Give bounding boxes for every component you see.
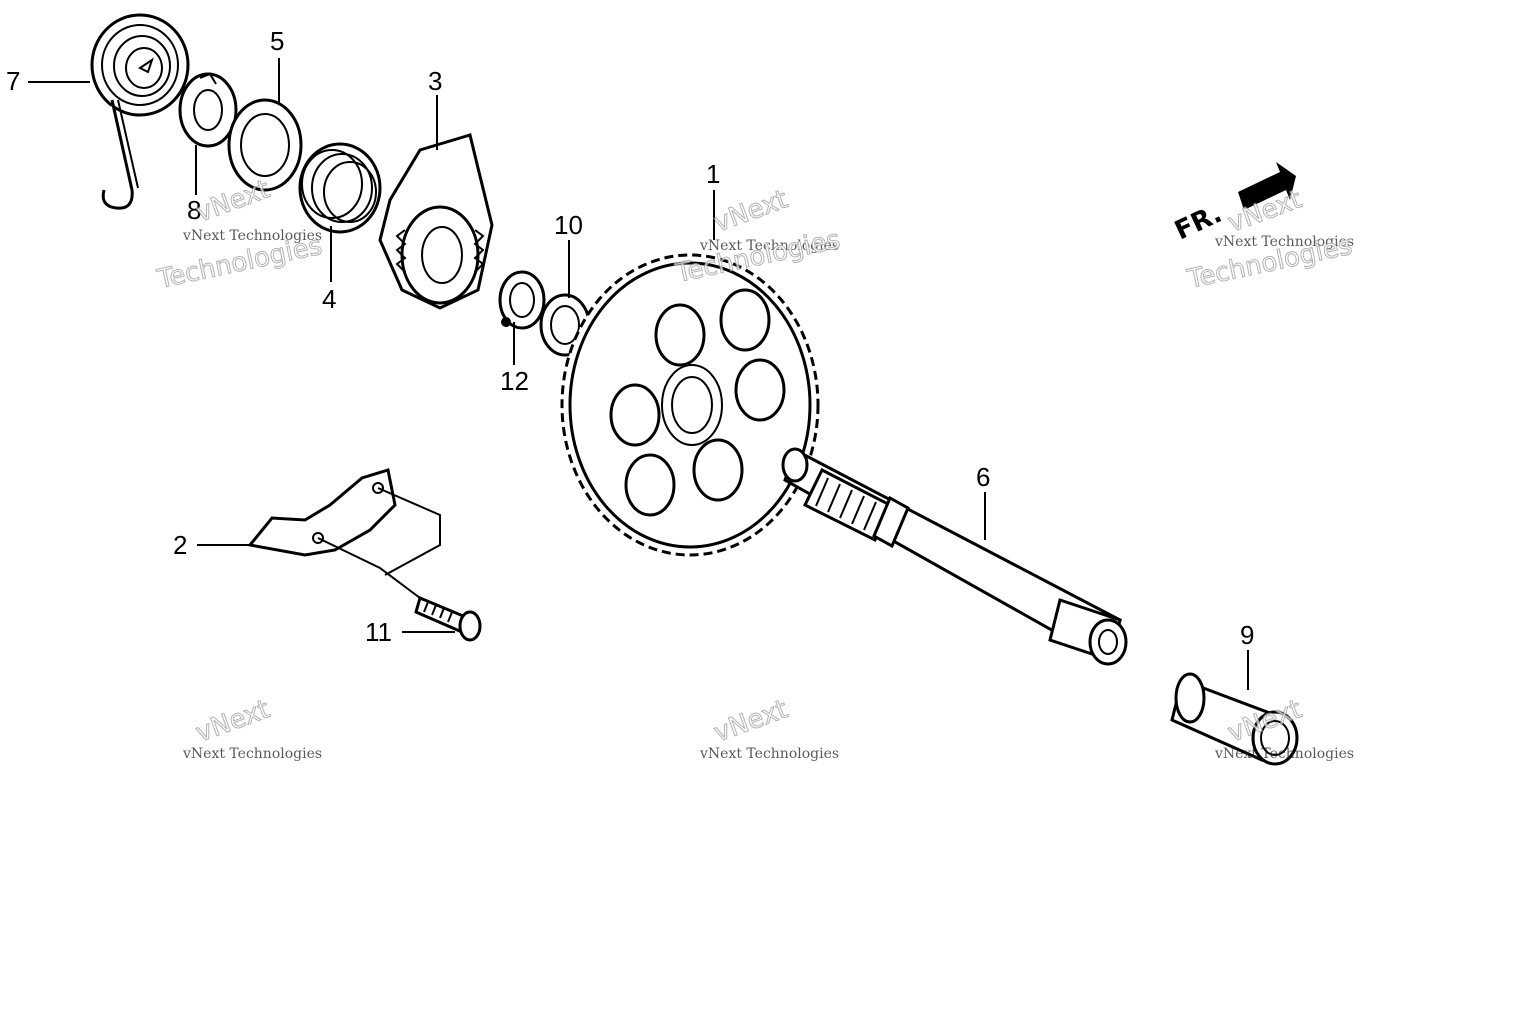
svg-text:vNext Technologies: vNext Technologies bbox=[182, 746, 322, 762]
part-12-circlip bbox=[498, 270, 546, 330]
part-4-coil-spring bbox=[298, 142, 382, 234]
leader-lines bbox=[28, 58, 1249, 690]
callout-1: 1 bbox=[706, 159, 720, 189]
svg-text:vNext Technologies: vNext Technologies bbox=[699, 746, 839, 762]
svg-text:vNext Technologies: vNext Technologies bbox=[699, 238, 839, 254]
part-3-ratchet-gear bbox=[378, 133, 494, 310]
part-7-torsion-spring bbox=[90, 13, 190, 210]
svg-text:vNext: vNext bbox=[192, 694, 274, 748]
callout-2: 2 bbox=[173, 530, 187, 560]
callout-11: 11 bbox=[365, 617, 392, 647]
svg-text:vNext Technologies: vNext Technologies bbox=[182, 228, 322, 244]
callout-5: 5 bbox=[270, 26, 284, 56]
callout-9: 9 bbox=[1240, 620, 1254, 650]
svg-text:vNext Technologies: vNext Technologies bbox=[1214, 746, 1354, 762]
watermark-2: vNext vNext Technologies Technologies bbox=[672, 184, 844, 290]
part-11-bolt bbox=[414, 595, 482, 642]
callout-4: 4 bbox=[322, 284, 336, 314]
part-5-washer bbox=[227, 98, 303, 192]
watermark-4: vNext vNext Technologies bbox=[182, 694, 322, 762]
svg-text:vNext: vNext bbox=[710, 184, 792, 238]
callout-8: 8 bbox=[187, 195, 201, 225]
svg-text:vNext: vNext bbox=[192, 174, 274, 228]
part-6-shaft bbox=[781, 447, 1128, 666]
callout-6: 6 bbox=[976, 462, 990, 492]
callout-numbers: 1 2 3 4 5 6 7 8 9 10 11 12 bbox=[6, 26, 1254, 650]
callout-3: 3 bbox=[428, 66, 442, 96]
part-9-collar bbox=[1170, 672, 1299, 766]
svg-text:vNext: vNext bbox=[710, 694, 792, 748]
part-8-ring bbox=[178, 72, 238, 148]
part-2-plate bbox=[247, 468, 441, 599]
arrow-right-icon bbox=[1238, 162, 1296, 210]
svg-text:vNext Technologies: vNext Technologies bbox=[1214, 234, 1354, 250]
callout-10: 10 bbox=[554, 210, 583, 240]
watermark-5: vNext vNext Technologies bbox=[699, 694, 839, 762]
callout-7: 7 bbox=[6, 66, 20, 96]
callout-12: 12 bbox=[500, 366, 529, 396]
part-1-driven-gear bbox=[560, 253, 820, 557]
